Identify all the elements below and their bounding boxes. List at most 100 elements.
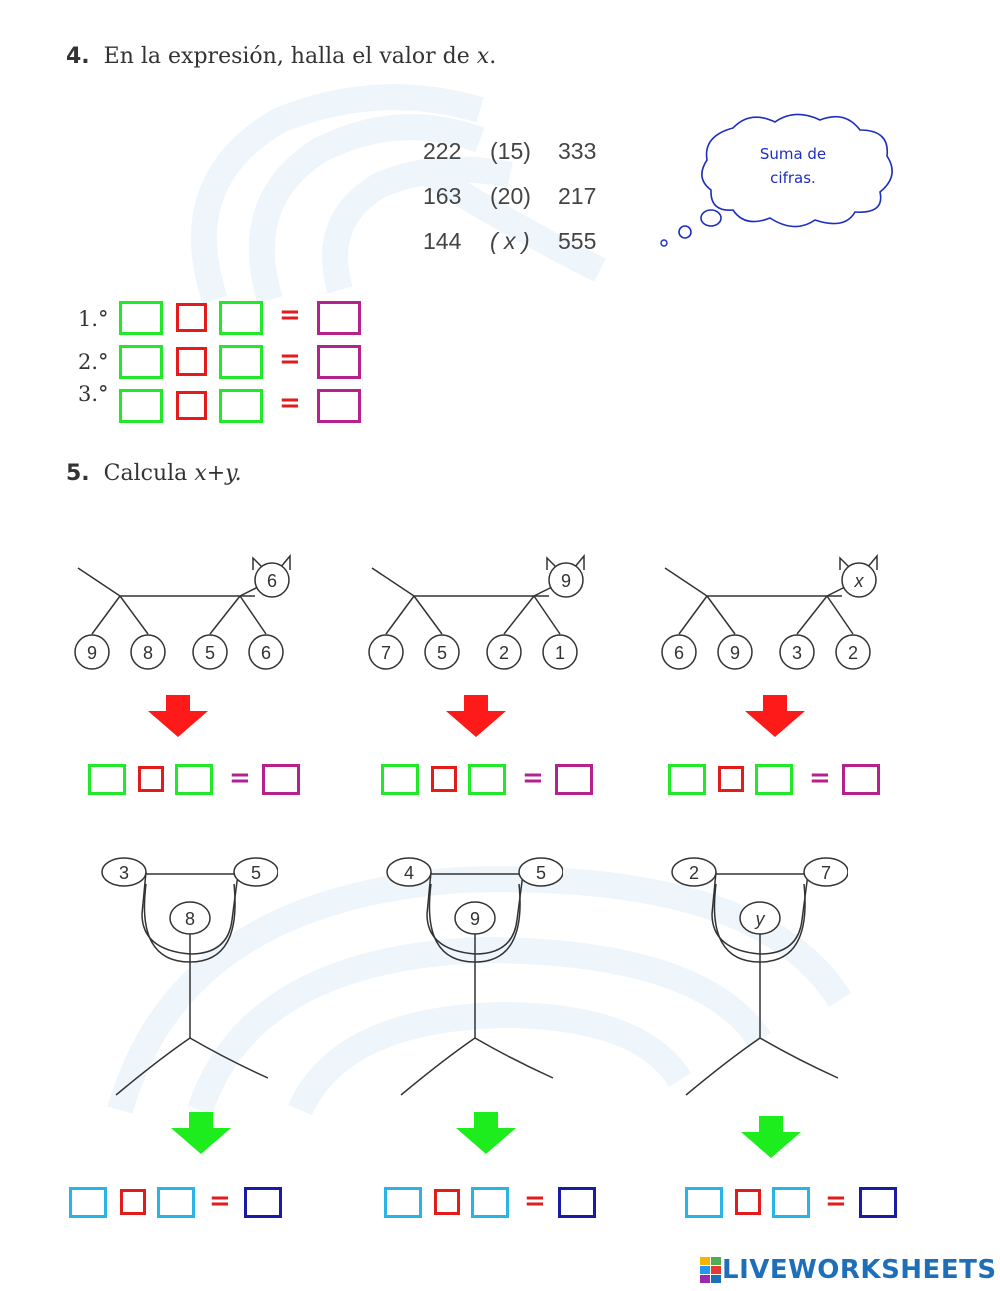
table-cell: 222: [423, 138, 462, 164]
answer-box[interactable]: [772, 1187, 810, 1218]
result-box[interactable]: [555, 764, 593, 795]
answer-box[interactable]: [88, 764, 126, 795]
result-box[interactable]: [317, 389, 361, 423]
table-cell: 555: [558, 228, 597, 254]
answer-box[interactable]: [219, 345, 263, 379]
table-cell: (20): [490, 183, 531, 209]
answer-box[interactable]: [119, 345, 163, 379]
answer-box[interactable]: [175, 764, 213, 795]
answer-box[interactable]: [119, 389, 163, 423]
operator-box[interactable]: [176, 391, 207, 420]
figure-left-value: 3: [119, 863, 129, 883]
result-box[interactable]: [842, 764, 880, 795]
bubble-line: cifras.: [770, 169, 816, 187]
table-cell: 333: [558, 138, 597, 164]
logo-text: LIVEWORKSHEETS: [722, 1255, 997, 1285]
result-box[interactable]: [317, 345, 361, 379]
operator-box[interactable]: [176, 347, 207, 376]
question-5-title: 5. Calcula x+y.: [66, 461, 242, 486]
cat-head-value: 6: [267, 571, 277, 591]
figure-right-value: 7: [821, 863, 831, 883]
figure-right-value: 5: [536, 863, 546, 883]
figure-left-value: 2: [689, 863, 699, 883]
answer-box[interactable]: [381, 764, 419, 795]
answer-box[interactable]: [668, 764, 706, 795]
liveworksheets-logo: LIVEWORKSHEETS: [700, 1254, 997, 1286]
cat-foot-value: 8: [143, 643, 153, 663]
bubble-line: Suma de: [759, 145, 827, 163]
cat-foot-value: 9: [730, 643, 740, 663]
table-cell: (15): [490, 138, 531, 164]
answer-box[interactable]: [157, 1187, 195, 1218]
result-box[interactable]: [244, 1187, 282, 1218]
question-4-text: En la expresión, halla el valor de: [103, 44, 470, 69]
operator-box[interactable]: [434, 1189, 460, 1215]
equals-sign: =: [229, 763, 251, 793]
operator-box[interactable]: [176, 303, 207, 332]
arrow-down-icon: [741, 1116, 801, 1158]
question-5-text: Calcula: [103, 461, 188, 486]
result-box[interactable]: [558, 1187, 596, 1218]
cat-foot-value: 1: [555, 643, 565, 663]
step-label: 2.°: [78, 350, 109, 374]
operator-box[interactable]: [718, 766, 744, 792]
answer-box[interactable]: [468, 764, 506, 795]
operator-box[interactable]: [138, 766, 164, 792]
cat-figure-2: 9 7 5 2 1: [368, 553, 585, 670]
arrow-down-icon: [456, 1112, 516, 1154]
cat-foot-value: 9: [87, 643, 97, 663]
cat-head-value: 9: [561, 571, 571, 591]
arrow-down-icon: [148, 695, 208, 737]
figure-center-value: 9: [470, 909, 480, 929]
figure-center-value: y: [754, 909, 766, 929]
cat-foot-value: 5: [205, 643, 215, 663]
step-label: 3.°: [78, 382, 109, 406]
answer-box[interactable]: [685, 1187, 723, 1218]
answer-box[interactable]: [219, 301, 263, 335]
question-4-variable: x: [476, 44, 490, 69]
cat-foot-value: 7: [381, 643, 391, 663]
result-box[interactable]: [262, 764, 300, 795]
result-box[interactable]: [859, 1187, 897, 1218]
cat-foot-value: 3: [792, 643, 802, 663]
cat-foot-value: 6: [261, 643, 271, 663]
cat-foot-value: 5: [437, 643, 447, 663]
cat-figure-1: 6 9 8 5 6: [74, 553, 291, 670]
answer-box[interactable]: [219, 389, 263, 423]
question-5-number: 5.: [66, 461, 90, 486]
stick-figure-2: 4 5 9: [386, 857, 563, 1096]
equals-sign: =: [825, 1186, 847, 1216]
cat-figure-3: x 6 9 3 2: [661, 553, 878, 670]
cat-foot-value: 6: [674, 643, 684, 663]
answer-box[interactable]: [755, 764, 793, 795]
operator-box[interactable]: [120, 1189, 146, 1215]
answer-box[interactable]: [471, 1187, 509, 1218]
equals-sign: =: [279, 344, 301, 374]
equals-sign: =: [809, 763, 831, 793]
cat-foot-value: 2: [848, 643, 858, 663]
question-4-number: 4.: [66, 44, 90, 69]
answer-box[interactable]: [384, 1187, 422, 1218]
result-box[interactable]: [317, 301, 361, 335]
bubble-hint: Suma de cifras.: [738, 142, 848, 190]
equals-sign: =: [279, 300, 301, 330]
equals-sign: =: [524, 1186, 546, 1216]
figure-left-value: 4: [404, 863, 414, 883]
question-5-expression: x+y.: [194, 461, 242, 486]
table-cell: 217: [558, 183, 597, 209]
answer-box[interactable]: [69, 1187, 107, 1218]
thought-bubble-icon: [660, 113, 893, 247]
step-label: 1.°: [78, 307, 109, 331]
table-cell: 163: [423, 183, 462, 209]
answer-box[interactable]: [119, 301, 163, 335]
equals-sign: =: [522, 763, 544, 793]
figure-center-value: 8: [185, 909, 195, 929]
arrow-down-icon: [171, 1112, 231, 1154]
operator-box[interactable]: [735, 1189, 761, 1215]
equals-sign: =: [279, 388, 301, 418]
cat-foot-value: 2: [499, 643, 509, 663]
stick-figure-1: 3 5 8: [101, 857, 278, 1096]
operator-box[interactable]: [431, 766, 457, 792]
stick-figure-3: 2 7 y: [671, 857, 848, 1096]
